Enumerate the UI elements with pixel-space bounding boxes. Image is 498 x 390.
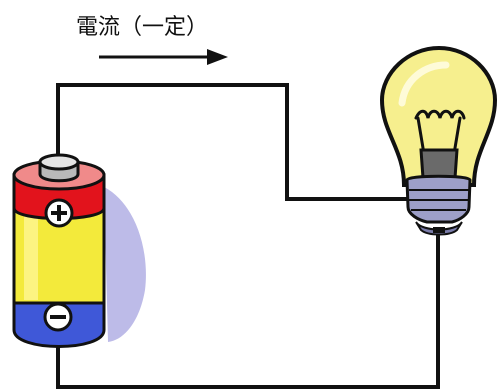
light-bulb-icon (379, 45, 498, 236)
circuit-wire (56, 83, 440, 389)
current-direction-arrow (99, 49, 228, 65)
current-label: 電流（一定） (76, 15, 208, 40)
wire-top (56, 83, 418, 201)
bulb-socket (419, 148, 459, 180)
minus-terminal-symbol (43, 302, 73, 332)
plus-terminal-symbol (44, 198, 74, 228)
wire-bottom (56, 228, 440, 389)
battery-shadow (100, 185, 146, 342)
battery-icon (12, 153, 146, 348)
